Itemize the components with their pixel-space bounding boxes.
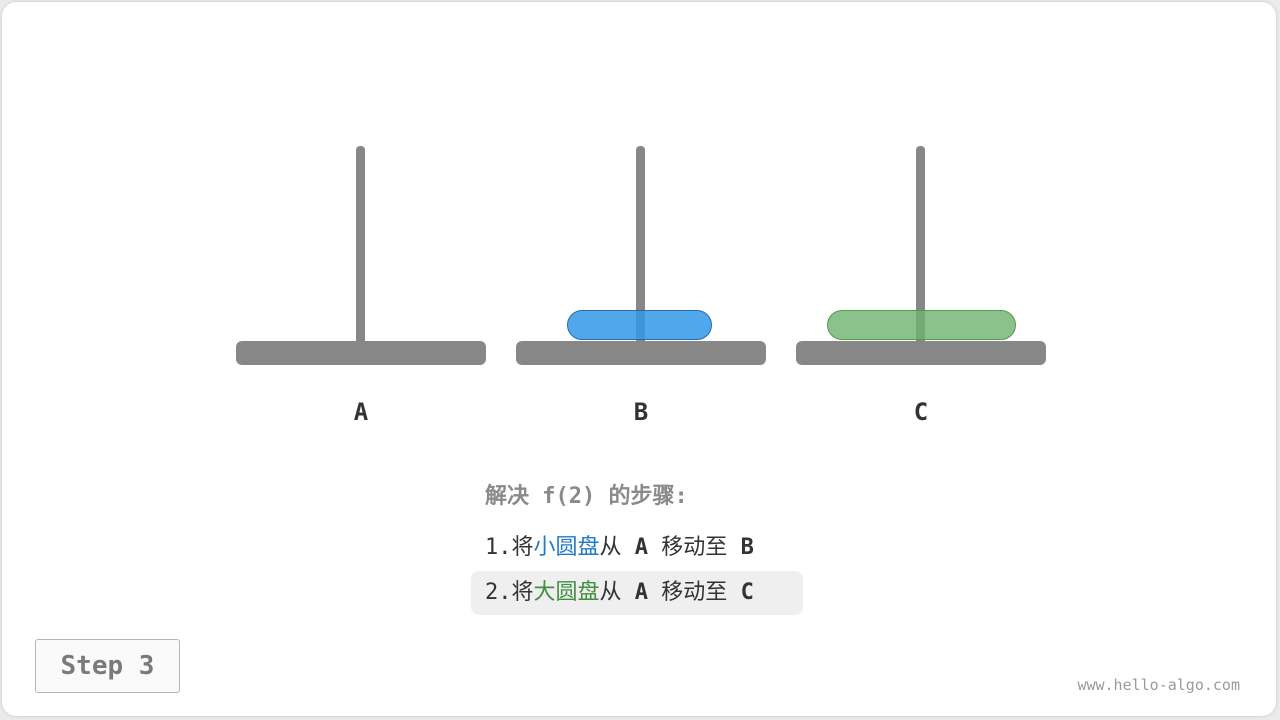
peg-a-rod — [356, 146, 365, 346]
step-indicator: Step 3 — [35, 639, 180, 693]
peg-b-base — [516, 341, 766, 365]
step-2: 2.将大圆盘从 A 移动至 C — [485, 578, 754, 608]
large-disk — [827, 310, 1016, 340]
step-2-move: 移动至 — [661, 580, 728, 605]
step-2-from: A — [634, 580, 649, 605]
step-1-to: B — [740, 535, 754, 560]
small-disk — [567, 310, 712, 340]
peg-b-rod — [636, 146, 645, 346]
step-2-number: 2. — [485, 580, 512, 605]
peg-c-label: C — [913, 398, 929, 426]
step-1-number: 1. — [485, 535, 512, 560]
step-1-from-word: 从 — [599, 535, 622, 560]
step-1-object: 小圆盘 — [533, 535, 600, 560]
peg-c-base — [796, 341, 1046, 365]
step-2-from-word: 从 — [599, 580, 622, 605]
step-1-from: A — [634, 535, 649, 560]
current-step-highlight — [471, 571, 803, 615]
step-2-to: C — [740, 580, 754, 605]
step-1: 1.将小圆盘从 A 移动至 B — [485, 533, 754, 563]
step-2-verb: 将 — [511, 580, 534, 605]
steps-title: 解决 f(2) 的步骤: — [485, 484, 688, 509]
step-1-move: 移动至 — [661, 535, 728, 560]
peg-b-label: B — [633, 398, 649, 426]
step-2-object: 大圆盘 — [533, 580, 600, 605]
peg-a-base — [236, 341, 486, 365]
step-1-verb: 将 — [511, 535, 534, 560]
peg-a-label: A — [353, 398, 369, 426]
watermark: www.hello-algo.com — [1077, 676, 1240, 694]
peg-c-rod — [916, 146, 925, 346]
